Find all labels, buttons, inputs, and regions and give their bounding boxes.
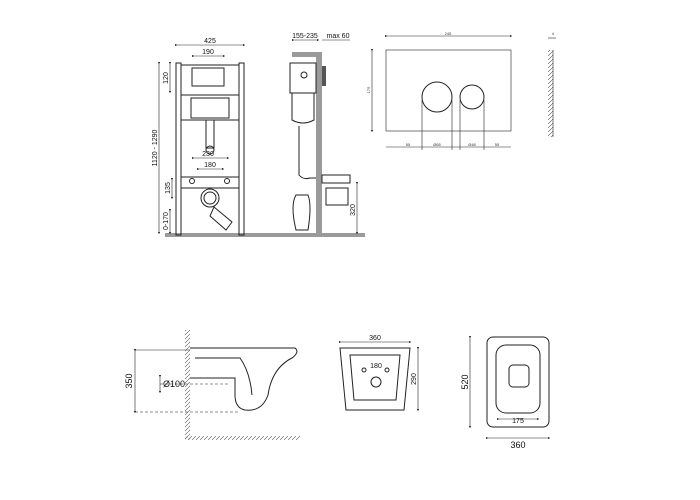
dim-depth-range: 155-235 bbox=[292, 33, 318, 40]
dim-height-range: 1120 - 1290 bbox=[152, 129, 159, 166]
dim-button-large: Ø65 bbox=[433, 142, 441, 147]
dim-back-width: 360 bbox=[369, 335, 381, 342]
dim-frame-width: 425 bbox=[204, 38, 216, 45]
dim-foot-range: 0-170 bbox=[163, 212, 170, 230]
dim-bolt-inner: 180 bbox=[204, 162, 216, 169]
dim-top-inner-width: 175 bbox=[512, 418, 524, 425]
dim-bolt-outer: 230 bbox=[202, 151, 214, 158]
dim-button-small: Ø48 bbox=[468, 142, 476, 147]
dim-top-width: 360 bbox=[510, 440, 525, 450]
dim-back-depth: 290 bbox=[411, 373, 418, 385]
dim-bowl-height: 350 bbox=[124, 373, 134, 388]
dim-margin-left: 55 bbox=[406, 142, 411, 147]
dim-wall-max: max 60 bbox=[327, 33, 350, 40]
dim-margin-right: 55 bbox=[495, 142, 500, 147]
dim-plate-width: 245 bbox=[445, 31, 452, 36]
dim-bolt-height: 135 bbox=[165, 182, 172, 194]
dim-back-bolt-spacing: 180 bbox=[370, 363, 382, 370]
dim-plate-width: 190 bbox=[202, 49, 214, 56]
dim-plate-height: 175 bbox=[366, 86, 371, 93]
dim-top-length: 520 bbox=[460, 374, 470, 389]
dim-outlet-height: 320 bbox=[350, 204, 357, 216]
dim-top-height: 120 bbox=[163, 72, 170, 84]
flush-plate-drawing: 245 175 55 Ø65 Ø48 55 4 bbox=[366, 31, 556, 150]
toilet-bowl-side-view: 350 Ø100 bbox=[124, 330, 300, 440]
toilet-bowl-back-view: 360 180 290 bbox=[338, 335, 420, 412]
installation-frame-front: 425 190 120 1120 - 1290 230 180 135 0-17… bbox=[152, 38, 365, 237]
dim-plate-thickness: 4 bbox=[552, 31, 555, 36]
toilet-bowl-top-view: 520 175 360 bbox=[460, 335, 551, 450]
dim-outlet-diameter: Ø100 bbox=[163, 379, 185, 389]
installation-frame-side: 155-235 max 60 320 bbox=[289, 33, 359, 235]
